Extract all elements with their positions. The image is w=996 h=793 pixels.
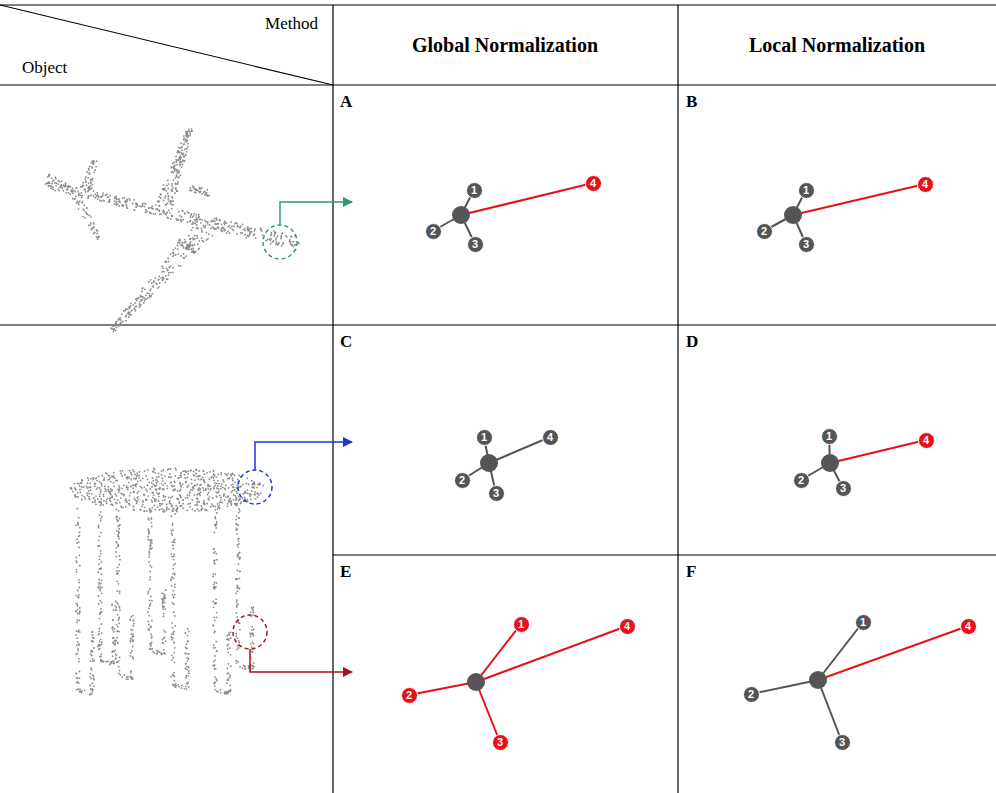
callout-markers <box>233 202 352 672</box>
panel-letter: C <box>340 332 352 352</box>
point-number: 4 <box>923 435 929 446</box>
point-number: 4 <box>590 178 596 189</box>
point-number: 2 <box>430 226 436 237</box>
point-number: 2 <box>406 690 412 701</box>
neighbor-point: 4 <box>960 618 977 635</box>
neighbor-point: 1 <box>513 616 530 633</box>
neighbor-point: 1 <box>798 182 815 199</box>
neighbor-point: 1 <box>821 428 838 445</box>
neighbor-point: 1 <box>466 182 483 199</box>
neighbor-point: 1 <box>476 429 493 446</box>
panel-letter: F <box>686 562 696 582</box>
panel-letter: D <box>686 332 698 352</box>
point-number: 2 <box>761 226 767 237</box>
point-number: 2 <box>459 475 465 486</box>
point-number: 3 <box>472 239 478 250</box>
panel-letter: A <box>340 92 352 112</box>
point-number: 4 <box>547 432 553 443</box>
point-number: 1 <box>803 185 809 196</box>
neighbor-point: 4 <box>619 618 636 635</box>
neighbor-point: 2 <box>756 223 773 240</box>
point-cloud <box>45 128 300 696</box>
table-grid <box>0 5 996 793</box>
point-number: 3 <box>803 239 809 250</box>
corner-header: Object <box>22 58 67 78</box>
neighbor-point: 3 <box>488 485 505 502</box>
column-header: Global Normalization <box>412 34 598 57</box>
neighbor-point: 4 <box>542 429 559 446</box>
neighbor-point: 2 <box>425 223 442 240</box>
neighbor-point: 3 <box>467 236 484 253</box>
point-number: 3 <box>497 737 503 748</box>
corner-header: Method <box>265 14 318 34</box>
neighbor-point: 2 <box>793 472 810 489</box>
point-number: 4 <box>624 621 630 632</box>
neighbor-point: 2 <box>454 472 471 489</box>
point-number: 4 <box>965 621 971 632</box>
point-number: 1 <box>518 619 524 630</box>
point-number: 2 <box>748 689 754 700</box>
column-header: Local Normalization <box>749 34 925 57</box>
panel-letter: B <box>686 92 697 112</box>
point-number: 3 <box>493 488 499 499</box>
point-number: 3 <box>839 737 845 748</box>
neighbor-point: 3 <box>798 236 815 253</box>
neighbor-point: 2 <box>743 686 760 703</box>
neighbor-graphs <box>409 183 968 742</box>
neighbor-point: 1 <box>855 614 872 631</box>
point-number: 4 <box>922 179 928 190</box>
point-number: 1 <box>471 185 477 196</box>
neighbor-point: 3 <box>834 734 851 751</box>
panel-letter: E <box>340 562 351 582</box>
neighbor-point: 3 <box>835 480 852 497</box>
neighbor-point: 4 <box>585 175 602 192</box>
point-number: 1 <box>826 431 832 442</box>
point-number: 1 <box>860 617 866 628</box>
point-number: 1 <box>481 432 487 443</box>
point-number: 3 <box>840 483 846 494</box>
neighbor-point: 4 <box>917 176 934 193</box>
neighbor-point: 4 <box>918 432 935 449</box>
point-number: 2 <box>798 475 804 486</box>
neighbor-point: 3 <box>492 734 509 751</box>
neighbor-point: 2 <box>401 687 418 704</box>
